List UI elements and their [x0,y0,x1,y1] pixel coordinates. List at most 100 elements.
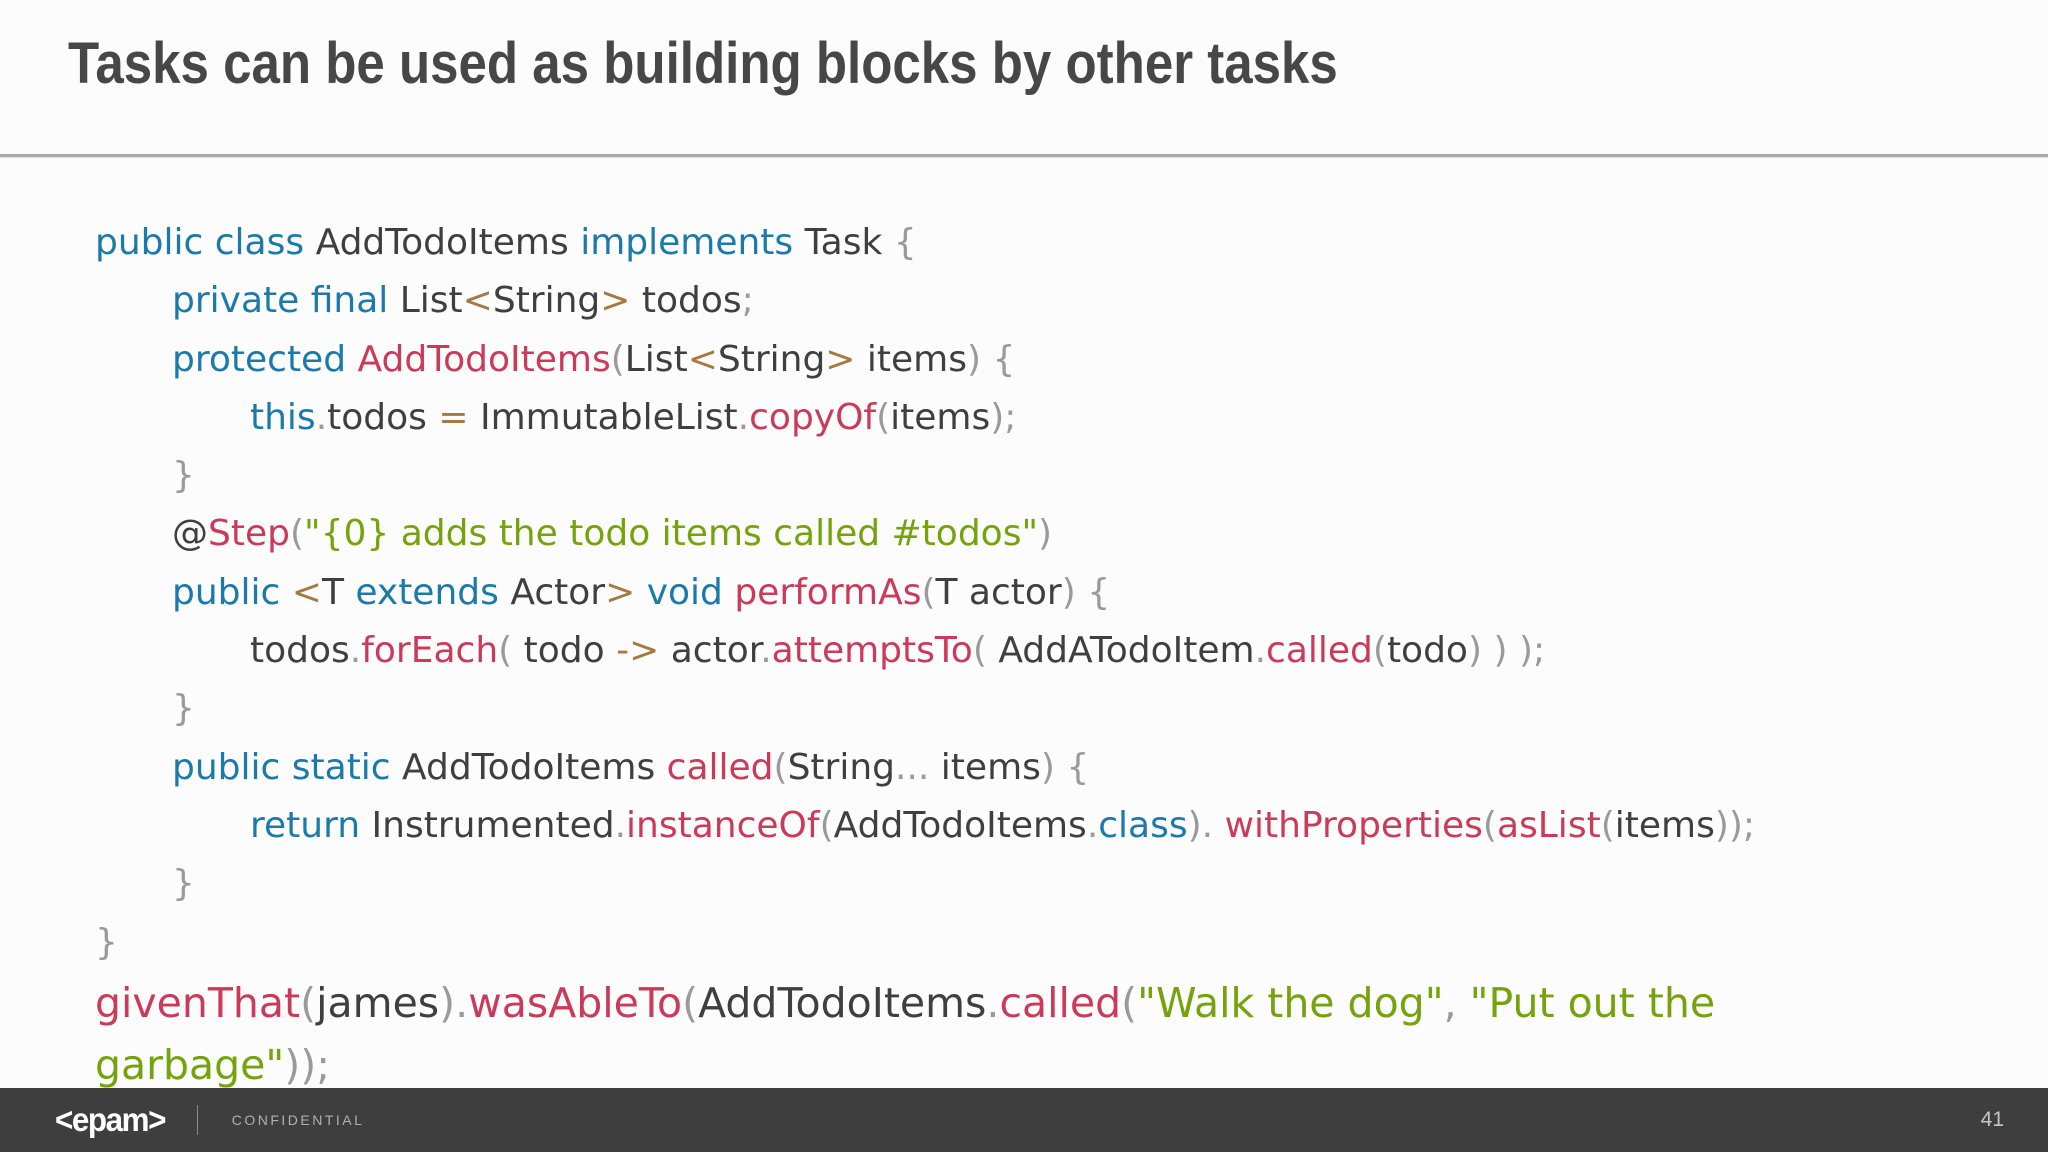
code-token: . [614,804,627,846]
code-token: ( [876,396,891,438]
code-token: ); [990,396,1017,438]
code-token: AddTodoItems [315,222,581,263]
code-token: todos [250,630,350,672]
code-token: Task [804,222,894,263]
code-token: )); [1714,804,1756,846]
code-token [635,572,646,613]
code-token: implements [580,222,805,263]
code-token: List [624,338,688,380]
code-line: todos.forEach( todo -> actor.attemptsTo(… [95,622,1755,680]
code-token: called [999,978,1122,1027]
code-token: ( [1372,630,1387,672]
code-token: -> [616,630,660,672]
code-line: } [95,680,1755,738]
code-token: < [462,280,493,322]
code-token: . [1086,804,1099,846]
code-token: ( [682,978,699,1027]
code-token: "Walk the dog" [1137,978,1444,1027]
code-line: public class AddTodoItems implements Tas… [95,214,1755,272]
code-line: garbage")); [95,1034,1755,1096]
page-title: Tasks can be used as building blocks by … [68,31,1338,96]
code-token: ( [773,746,788,788]
footer-bar: <epam> CONFIDENTIAL 41 [0,1088,2048,1152]
code-token: ). [1187,804,1225,846]
code-token: { [893,222,917,263]
code-line: } [95,447,1755,505]
code-token: > [605,571,636,613]
code-token: ( [1482,804,1497,846]
code-token: . [349,630,362,672]
code-token: private final [172,280,400,322]
code-token: attemptsTo [771,630,973,672]
code-token: items [890,396,991,438]
code-line: @Step("{0} adds the todo items called #t… [95,505,1755,563]
code-token: items [929,746,1041,788]
code-token: ( [1121,978,1138,1027]
code-token: garbage" [95,1040,285,1089]
code-token: withProperties [1224,804,1483,846]
code-line: } [95,914,1755,972]
code-token: ( [972,630,999,672]
code-token: public class [95,222,316,263]
code-token: ( [819,804,834,846]
code-token: } [172,688,195,730]
code-token: } [95,921,118,963]
header-divider [0,154,2048,158]
code-token: ( [498,630,524,672]
code-token: Step [208,513,290,555]
code-token: wasAbleTo [468,978,683,1027]
code-token: < [291,571,322,613]
footer-separator [196,1105,198,1135]
code-token: . [737,396,750,438]
code-token: todo [1386,630,1468,672]
code-line: public <T extends Actor> void performAs(… [95,564,1755,622]
code-token: todo [523,630,617,672]
code-token: public [172,571,292,613]
code-token: AddATodoItem [998,630,1255,672]
code-token: Actor [510,571,606,613]
code-token: ; [741,280,754,322]
code-token: ( [300,978,317,1027]
code-token: List [399,280,463,322]
code-line: protected AddTodoItems(List<String> item… [95,331,1755,389]
code-token: AddTodoItems [698,978,987,1027]
code-token: ) { [1061,571,1111,613]
code-token: ). [439,978,469,1027]
code-token: james [316,978,440,1027]
code-token: performAs [734,571,922,613]
code-token: todos [630,280,742,322]
code-token: < [687,338,718,380]
code-token: )); [284,1040,331,1089]
code-token: String [787,746,896,788]
code-token: todos [327,396,439,438]
confidential-label: CONFIDENTIAL [231,1112,365,1128]
code-line: givenThat(james).wasAbleTo(AddTodoItems.… [95,972,1755,1034]
code-token: String [717,338,826,380]
code-token: ImmutableList [468,396,738,438]
code-token: return [250,804,361,846]
code-token: "{0} adds the todo items called #todos" [304,513,1039,555]
code-token: ( [1600,804,1615,846]
code-token: ) ) ); [1467,630,1546,672]
code-token: asList [1496,804,1601,846]
code-token: ( [289,513,305,555]
code-token: . [986,978,1000,1027]
code-token: givenThat [95,978,301,1027]
code-token: ) [1038,513,1053,555]
page-number: 41 [1980,1108,2004,1131]
code-line: public static AddTodoItems called(String… [95,739,1755,797]
code-token: String [492,280,601,322]
code-token: instanceOf [626,804,820,846]
code-token: actor [659,630,761,672]
code-token: AddTodoItems [833,804,1087,846]
code-token: items [855,338,968,380]
code-token: items [1614,804,1715,846]
code-line: this.todos = ImmutableList.copyOf(items)… [95,389,1755,447]
code-token: T [321,571,356,613]
code-token: . [760,630,772,672]
code-token: public static [172,746,403,788]
code-token: @ [172,513,208,555]
code-token: class [1098,804,1188,846]
code-token: protected [172,338,358,380]
